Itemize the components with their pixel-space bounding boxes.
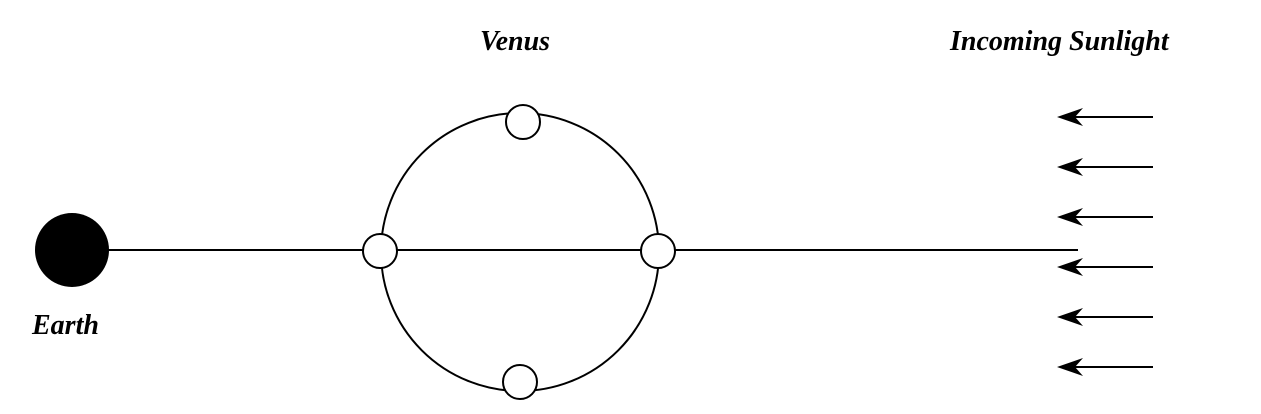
sunlight-arrow: [1057, 258, 1153, 276]
sunlight-arrow: [1057, 208, 1153, 226]
venus-orbit: [380, 112, 660, 392]
sunlight-arrow: [1057, 308, 1153, 326]
sunlight-arrow: [1057, 158, 1153, 176]
sunlight-arrow: [1057, 108, 1153, 126]
earth-label: Earth: [32, 310, 99, 341]
venus-left: [362, 233, 398, 269]
sunlight-arrows: [1057, 108, 1153, 376]
sunlight-label: Incoming Sunlight: [950, 26, 1169, 57]
venus-right: [640, 233, 676, 269]
venus-label: Venus: [480, 26, 551, 57]
venus-top: [505, 104, 541, 140]
sunlight-arrow: [1057, 358, 1153, 376]
earth-dot: [35, 213, 109, 287]
venus-bottom: [502, 364, 538, 400]
